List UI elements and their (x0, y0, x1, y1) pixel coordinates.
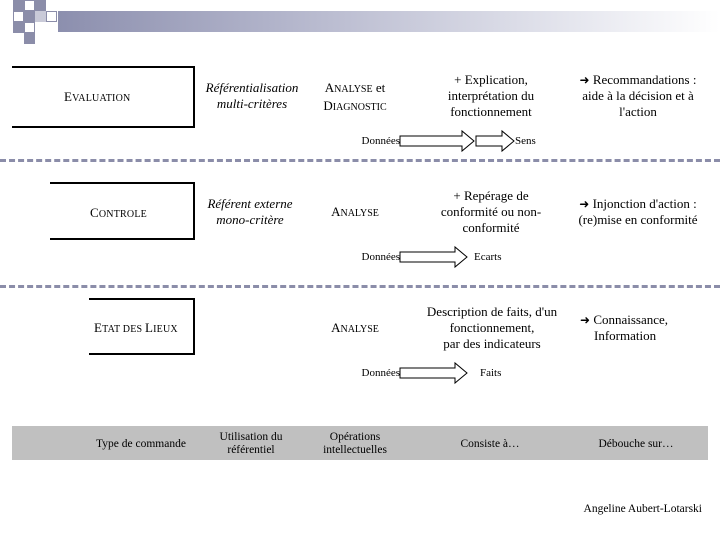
level-etat-des-lieux: ETAT DES LIEUX (94, 320, 178, 335)
debouche-etat: ➜ Connaissance, Information (580, 312, 669, 343)
footer-consiste: Consiste à… (460, 438, 520, 450)
header-gradient-bar (58, 11, 720, 32)
result-sens: Sens (515, 135, 536, 147)
row-separator-1 (0, 159, 720, 162)
right-arrow-icon: ➜ (579, 197, 590, 211)
donnees-label-1: Données (361, 135, 401, 147)
controle-box (50, 182, 195, 240)
footer-type: Type de commande (96, 438, 186, 450)
right-arrow-icon: ➜ (580, 313, 591, 327)
result-faits: Faits (480, 367, 502, 379)
donnees-label-3: Données (361, 367, 401, 379)
data-arrow-1 (399, 129, 475, 153)
etat-des-lieux-box (89, 298, 195, 355)
data-arrow-3 (399, 361, 468, 385)
right-arrow-icon: ➜ (579, 73, 590, 87)
level-controle: CONTROLE (90, 205, 147, 220)
author-credit: Angeline Aubert-Lotarski (583, 503, 702, 515)
footer-debouche: Débouche sur… (598, 438, 674, 450)
operation-controle: ANALYSE (331, 204, 379, 219)
level-evaluation: EVALUATION (64, 89, 131, 104)
signes-to-sens-arrow (475, 129, 515, 153)
result-ecarts: Ecarts (474, 251, 502, 263)
debouche-evaluation: ➜ Recommandations : aide à la décision e… (579, 72, 697, 119)
evaluation-box (12, 66, 195, 128)
data-arrow-2 (399, 245, 468, 269)
donnees-label-2: Données (361, 251, 401, 263)
operation-evaluation: ANALYSE et DIAGNOSTIC (323, 80, 387, 113)
debouche-controle: ➜ Injonction d'action : (re)mise en conf… (578, 196, 698, 227)
footer-legend-bar (12, 426, 708, 460)
operation-etat: ANALYSE (331, 320, 379, 335)
row-separator-2 (0, 285, 720, 288)
